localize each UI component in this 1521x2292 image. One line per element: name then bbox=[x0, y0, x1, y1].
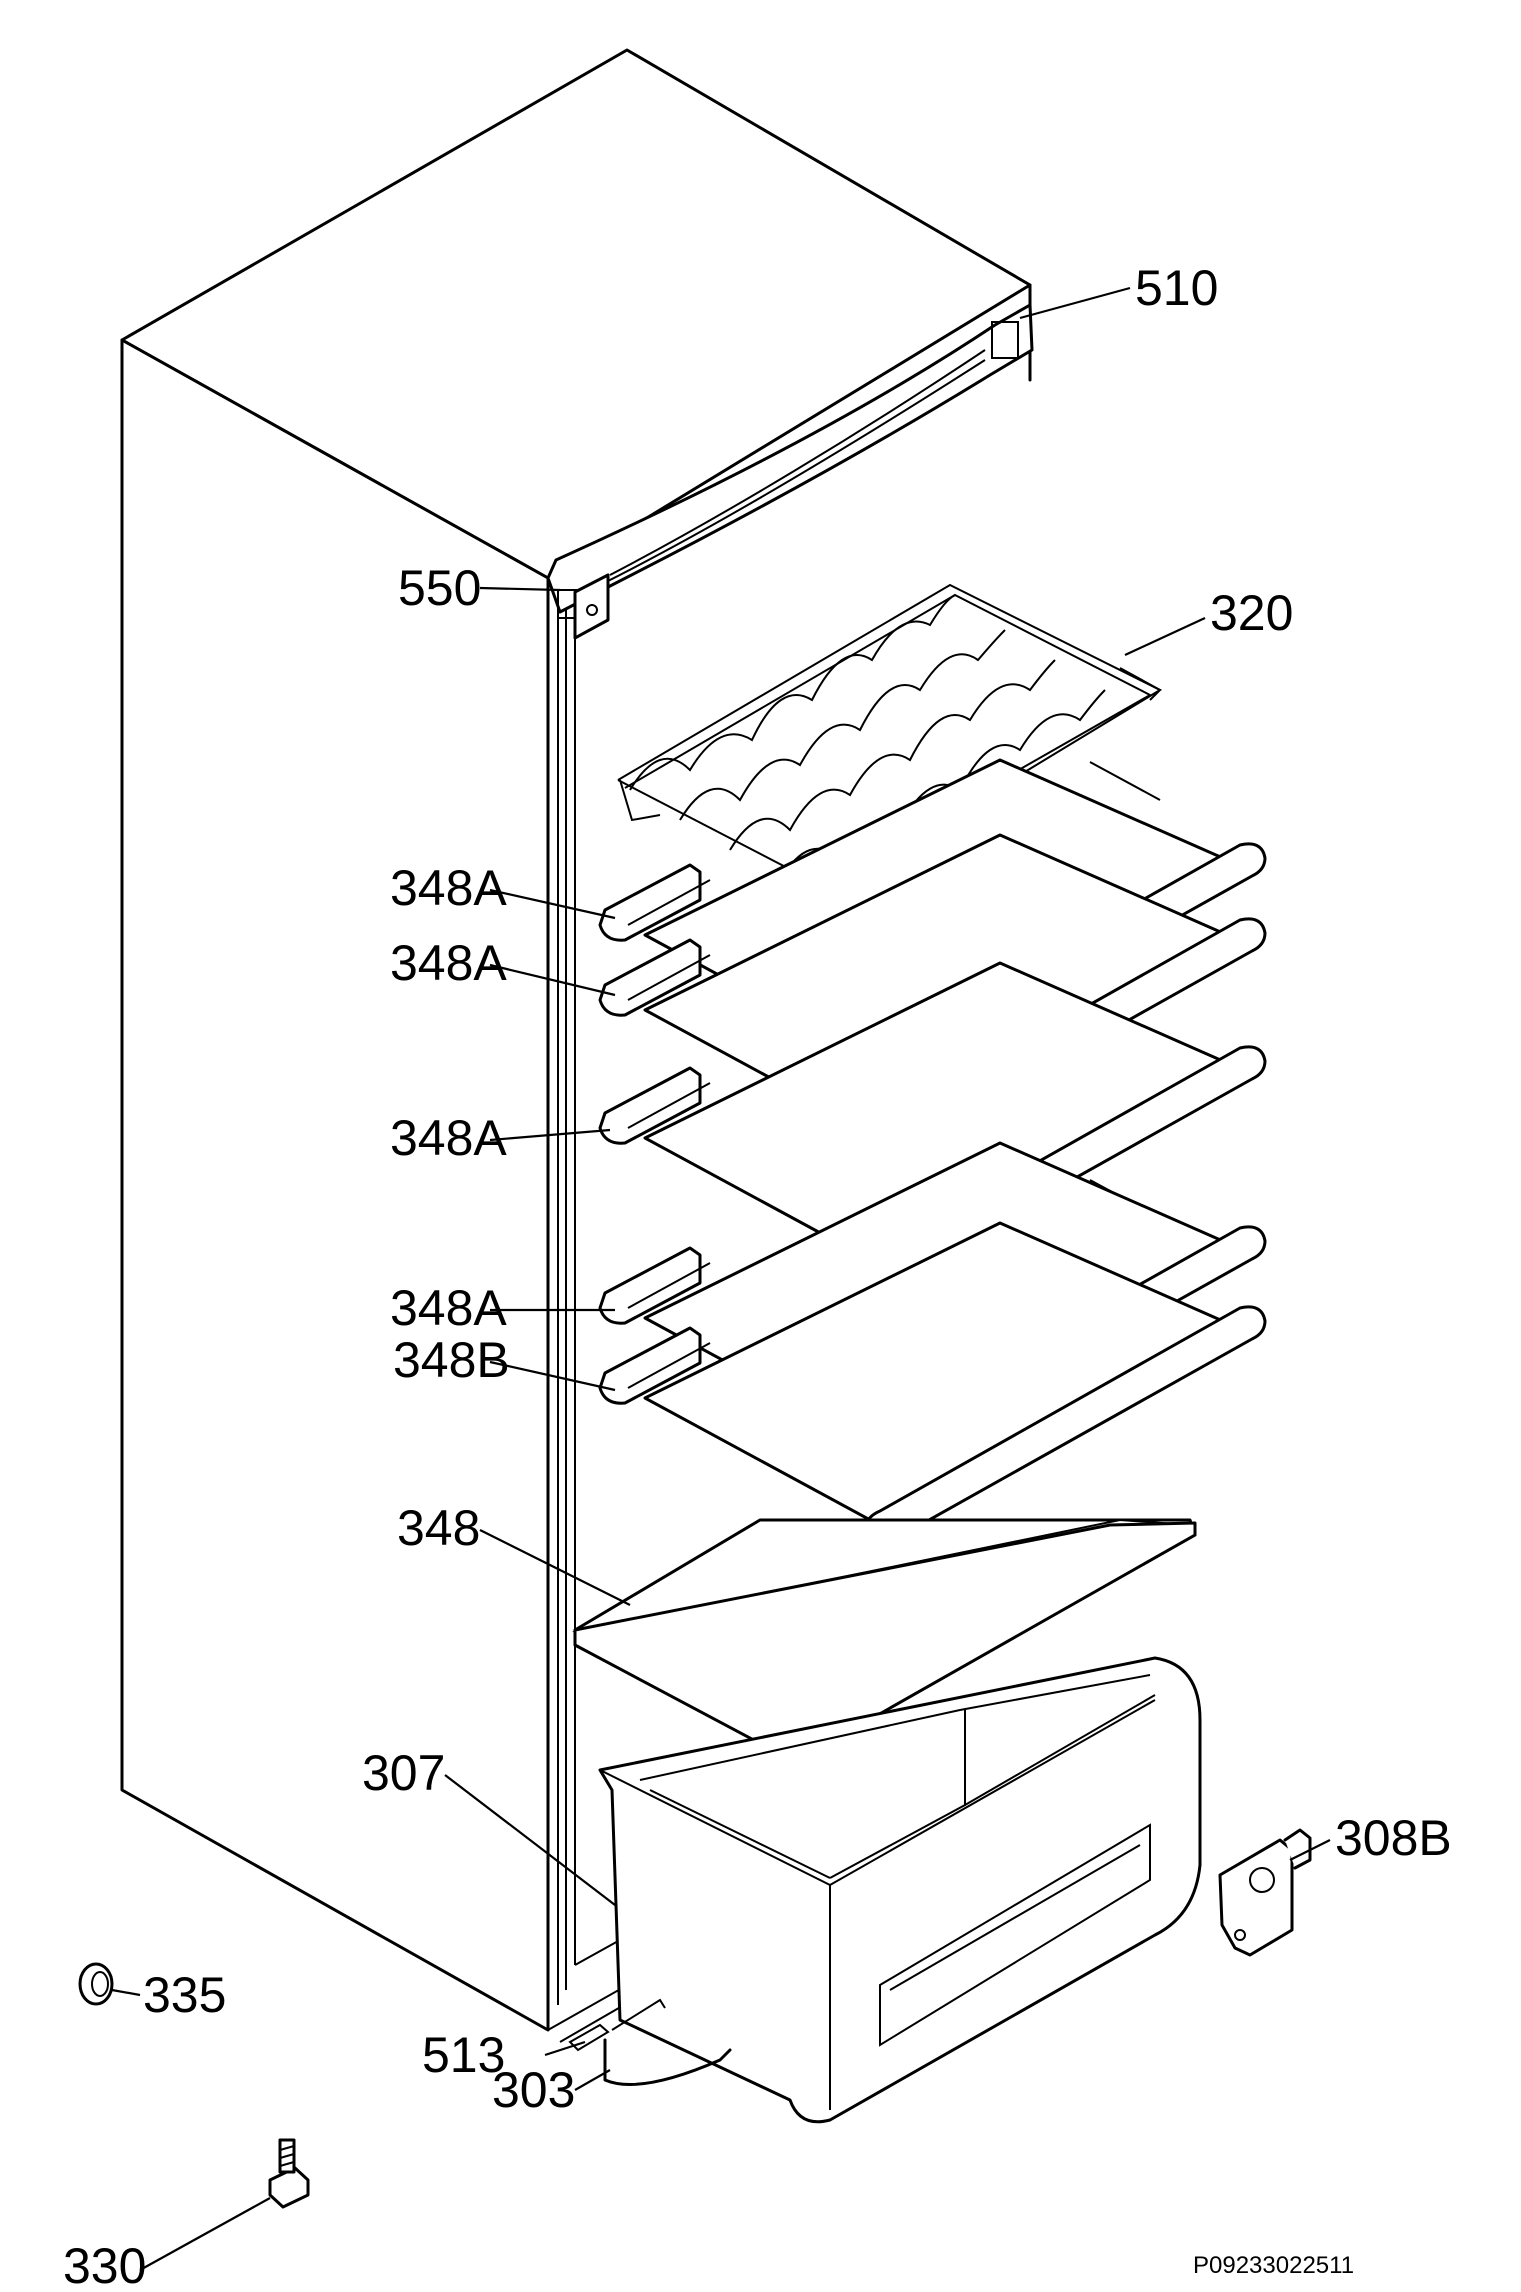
crisper-drawer bbox=[598, 1656, 1202, 2124]
label-348a-4: 348A bbox=[390, 1280, 507, 1336]
door-gasket-piece bbox=[603, 1998, 732, 2086]
drawing-code: P09233022511 bbox=[1193, 2252, 1354, 2279]
adjustable-foot bbox=[268, 2138, 310, 2209]
cabinet-body bbox=[120, 48, 1032, 2043]
glass-plate bbox=[572, 1518, 1197, 1764]
hinge-bracket bbox=[573, 573, 610, 640]
leader-lines bbox=[111, 286, 1331, 2271]
label-348a-3: 348A bbox=[390, 1110, 507, 1166]
label-308b: 308B bbox=[1335, 1810, 1452, 1866]
label-307: 307 bbox=[362, 1745, 445, 1801]
label-550: 550 bbox=[398, 560, 481, 616]
label-303: 303 bbox=[492, 2062, 575, 2118]
front-top-cover bbox=[546, 303, 1034, 619]
label-510: 510 bbox=[1135, 260, 1218, 316]
label-320: 320 bbox=[1210, 585, 1293, 641]
label-513: 513 bbox=[422, 2027, 505, 2083]
label-330: 330 bbox=[63, 2238, 146, 2292]
label-348b: 348B bbox=[393, 1332, 510, 1388]
label-335: 335 bbox=[143, 1967, 226, 2023]
part-labels: 510 550 320 348A 348A 348A 348A 348B 348… bbox=[63, 260, 1452, 2292]
lower-hinge bbox=[1218, 1828, 1312, 1957]
label-348a-1: 348A bbox=[390, 860, 507, 916]
hinge-cap bbox=[78, 1962, 114, 2006]
small-clip bbox=[568, 2023, 610, 2052]
label-348: 348 bbox=[397, 1500, 480, 1556]
label-348a-2: 348A bbox=[390, 935, 507, 991]
